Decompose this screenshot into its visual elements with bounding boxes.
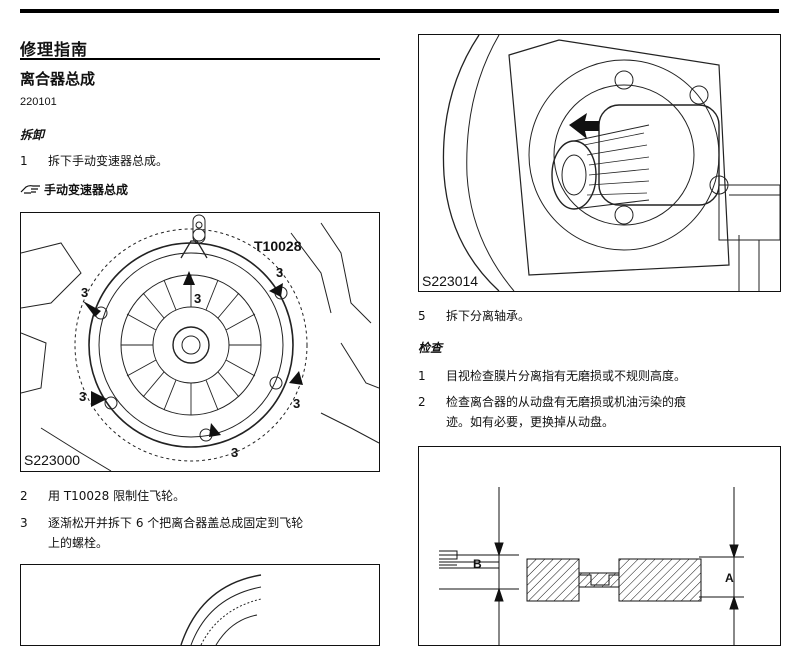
step-text-line: 迹。如有必要，更换掉从动盘。: [446, 415, 615, 429]
step-text: 拆下分离轴承。: [446, 309, 531, 323]
step-number: 3: [20, 516, 28, 530]
figure-disc-measurement: B A: [418, 446, 781, 646]
figure-clutch-disc-partial: [20, 564, 380, 646]
inspection-step-1: 1 目视检查膜片分离指有无磨损或不规则高度。: [418, 366, 778, 386]
step-number: 1: [20, 154, 28, 168]
measurement-diagram: [439, 487, 744, 645]
callout-bolt: 3: [276, 265, 284, 280]
step-text: 目视检查膜片分离指有无磨损或不规则高度。: [446, 369, 687, 383]
figure-release-bearing: S223014: [418, 34, 781, 292]
step-text-line: 逐渐松开并拆下 6 个把离合器盖总成固定到飞轮: [48, 516, 304, 530]
tool-label: T10028: [254, 238, 302, 254]
removal-step-3: 3 逐渐松开并拆下 6 个把离合器盖总成固定到飞轮 上的螺栓。: [20, 513, 380, 555]
inspection-heading: 检查: [418, 341, 443, 355]
subsection-title: 离合器总成: [20, 70, 96, 88]
section-rule: [20, 58, 380, 60]
figure-id: S223000: [24, 452, 81, 468]
figure-id: S223014: [422, 273, 479, 289]
dimension-label-a: A: [725, 571, 734, 585]
step-number: 1: [418, 369, 426, 383]
clutch-illustration: [21, 214, 379, 471]
reference-text: 手动变速器总成: [44, 183, 129, 197]
cross-reference: 手动变速器总成: [20, 181, 128, 198]
release-bearing-illustration: [442, 35, 780, 291]
step-number: 2: [418, 395, 426, 409]
figure-clutch-cover: T10028 3 3 3 3 3 3 S223000: [20, 212, 380, 472]
dimension-label-b: B: [473, 557, 482, 571]
step-number: 2: [20, 489, 28, 503]
section-title: 修理指南: [20, 40, 89, 59]
removal-step-2: 2 用 T10028 限制住飞轮。: [20, 486, 380, 506]
removal-heading: 拆卸: [20, 128, 45, 142]
callout-bolt: 3: [81, 285, 89, 300]
callout-bolt: 3: [231, 445, 239, 460]
callout-bolt: 3: [194, 291, 202, 306]
top-rule: [20, 9, 779, 13]
step-text: 用 T10028 限制住飞轮。: [48, 489, 186, 503]
inspection-step-2: 2 检查离合器的从动盘有无磨损或机油污染的痕 迹。如有必要，更换掉从动盘。: [418, 392, 778, 434]
procedure-code: 220101: [20, 96, 57, 108]
removal-step-1: 1 拆下手动变速器总成。: [20, 151, 380, 171]
step-text: 拆下手动变速器总成。: [48, 154, 169, 168]
removal-step-5: 5 拆下分离轴承。: [418, 306, 778, 326]
step-number: 5: [418, 309, 426, 323]
pointing-hand-icon: [20, 183, 42, 195]
step-text-line: 检查离合器的从动盘有无磨损或机油污染的痕: [446, 395, 687, 409]
callout-bolt: 3: [293, 396, 301, 411]
callout-bolt: 3: [79, 389, 87, 404]
step-text-line: 上的螺栓。: [48, 536, 109, 550]
